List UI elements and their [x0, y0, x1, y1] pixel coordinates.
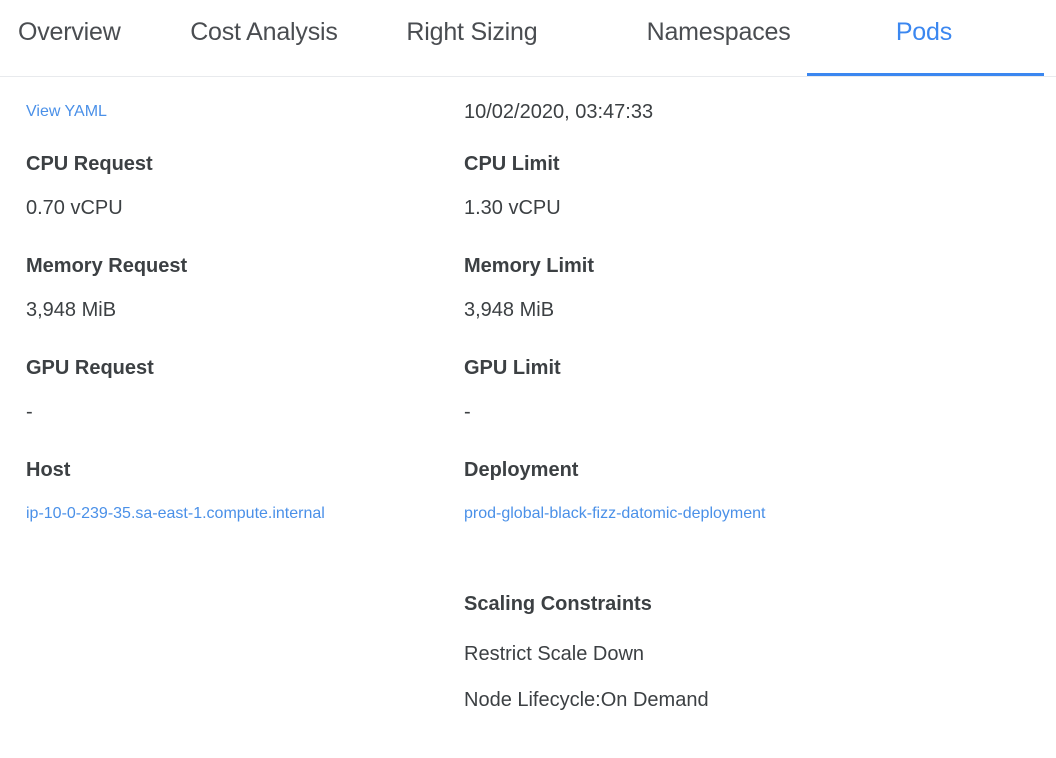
field-deployment: Deployment prod-global-black-fizz-datomi… — [464, 457, 844, 531]
scaling-constraints-label: Scaling Constraints — [464, 593, 652, 615]
host-link[interactable]: ip-10-0-239-35.sa-east-1.compute.interna… — [26, 505, 325, 522]
memory-request-value: 3,948 MiB — [26, 299, 117, 321]
field-memory-limit: Memory Limit 3,948 MiB — [464, 253, 844, 327]
field-memory-request: Memory Request 3,948 MiB — [26, 253, 406, 327]
deployment-label: Deployment — [464, 459, 579, 481]
field-scaling-constraints: Scaling Constraints Restrict Scale Down … — [464, 591, 844, 723]
scaling-constraint-item: Node Lifecycle:On Demand — [464, 689, 709, 711]
field-gpu-limit: GPU Limit - — [464, 355, 844, 429]
active-tab-indicator — [806, 73, 1045, 76]
memory-limit-label: Memory Limit — [464, 255, 595, 277]
field-host: Host ip-10-0-239-35.sa-east-1.compute.in… — [26, 457, 406, 531]
tab-right-sizing-label: Right Sizing — [406, 18, 538, 46]
cpu-request-value: 0.70 vCPU — [26, 197, 123, 219]
cpu-limit-label: CPU Limit — [464, 153, 560, 175]
tab-bar: Overview Cost Analysis Right Sizing Name… — [0, 0, 1056, 77]
field-cpu-limit: CPU Limit 1.30 vCPU — [464, 151, 844, 225]
tab-pods-label: Pods — [895, 18, 952, 46]
field-gpu-request: GPU Request - — [26, 355, 406, 429]
memory-request-label: Memory Request — [26, 255, 188, 277]
view-yaml-link[interactable]: View YAML — [26, 103, 107, 120]
gpu-limit-value: - — [464, 401, 471, 423]
field-cpu-request: CPU Request 0.70 vCPU — [26, 151, 406, 225]
host-label: Host — [26, 459, 71, 481]
tab-right-sizing[interactable]: Right Sizing — [350, 0, 566, 76]
memory-limit-value: 3,948 MiB — [464, 299, 555, 321]
cpu-limit-value: 1.30 vCPU — [464, 197, 561, 219]
cpu-request-label: CPU Request — [26, 153, 153, 175]
gpu-request-value: - — [26, 401, 33, 423]
gpu-limit-label: GPU Limit — [464, 357, 561, 379]
tab-overview-label: Overview — [18, 18, 121, 46]
tab-list: Overview Cost Analysis Right Sizing Name… — [0, 0, 1056, 76]
gpu-request-label: GPU Request — [26, 357, 154, 379]
tab-namespaces-label: Namespaces — [646, 18, 791, 46]
scaling-constraint-item: Restrict Scale Down — [464, 643, 645, 665]
tab-overview[interactable]: Overview — [0, 0, 178, 76]
tab-cost-analysis-label: Cost Analysis — [190, 18, 338, 46]
pod-timestamp: 10/02/2020, 03:47:33 — [464, 101, 654, 123]
deployment-link[interactable]: prod-global-black-fizz-datomic-deploymen… — [464, 505, 766, 522]
tab-namespaces[interactable]: Namespaces — [567, 0, 807, 76]
field-view-yaml: View YAML — [26, 95, 406, 129]
tab-pods[interactable]: Pods — [806, 0, 1056, 76]
tab-cost-analysis[interactable]: Cost Analysis — [178, 0, 350, 76]
